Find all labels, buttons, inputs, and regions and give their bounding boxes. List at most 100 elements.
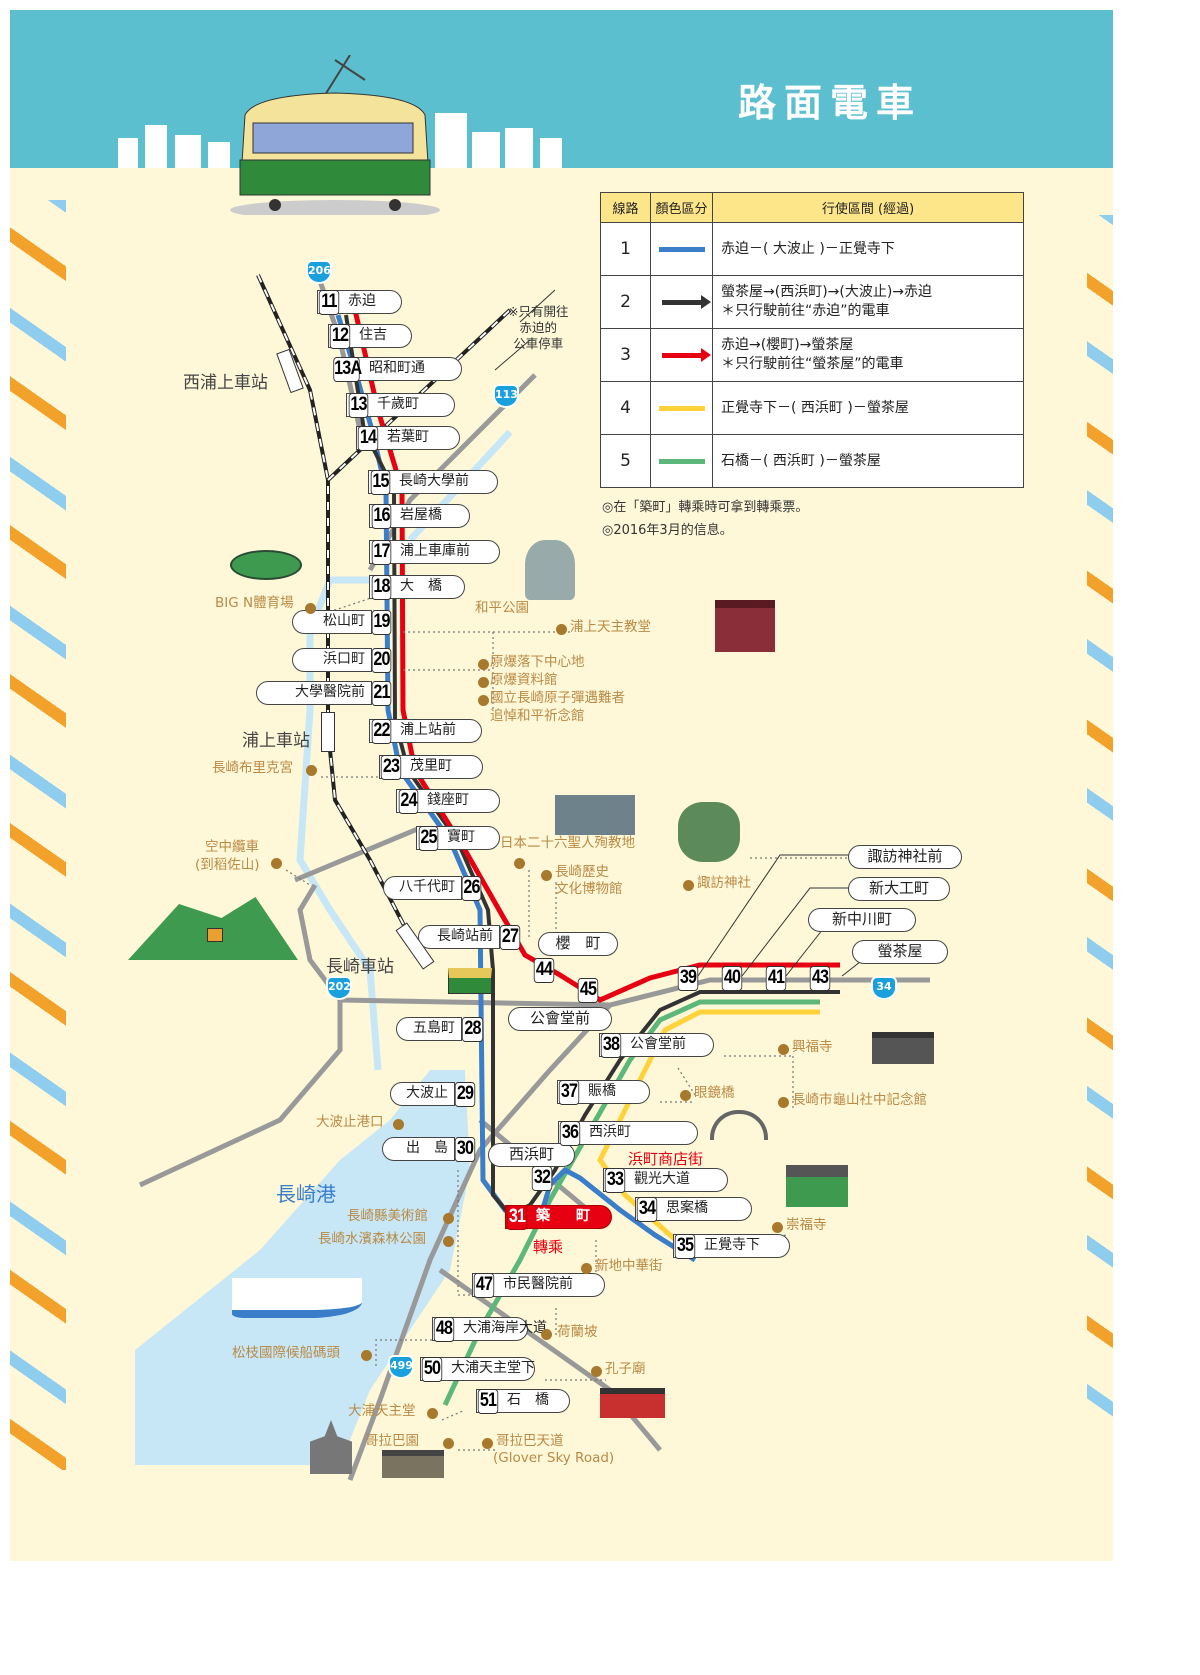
road-113-badge: 113: [493, 384, 519, 408]
poi-marker-icon: [478, 659, 489, 670]
station-number-43[interactable]: 43: [809, 966, 831, 991]
tram-illustration-icon: [230, 55, 440, 215]
station-number-45[interactable]: 45: [577, 978, 599, 1003]
station-number-29[interactable]: 29: [454, 1082, 476, 1107]
station-number-27[interactable]: 27: [499, 925, 521, 950]
line-number: 3: [600, 328, 651, 382]
poi-marker-icon: [581, 1263, 592, 1274]
line-color-swatch: [658, 405, 705, 411]
station-number-38[interactable]: 38: [600, 1033, 622, 1058]
station-number-35[interactable]: 35: [674, 1234, 696, 1259]
station-name-27[interactable]: 長崎站前: [418, 925, 500, 949]
station-number-48[interactable]: 48: [433, 1317, 455, 1342]
station-number-32[interactable]: 32: [531, 1166, 553, 1191]
station-number-16[interactable]: 16: [371, 504, 392, 529]
stadium-icon: [230, 550, 302, 580]
route-map: 路面電車: [10, 10, 1113, 1561]
line-number: 2: [600, 275, 651, 329]
station-number-31[interactable]: 31: [506, 1205, 528, 1230]
date-note: ◎2016年3月的信息。: [602, 523, 733, 538]
line-color-swatch: [658, 246, 705, 252]
bus-note-line: 赤迫的: [519, 320, 557, 335]
station-number-18[interactable]: 18: [371, 575, 392, 600]
station-name-19[interactable]: 松山町: [292, 610, 372, 634]
poi-label: 長崎市龜山社中記念館: [792, 1092, 927, 1108]
station-number-50[interactable]: 50: [421, 1357, 443, 1382]
page-title: 路面電車: [738, 81, 923, 125]
station-number-25[interactable]: 25: [418, 826, 439, 851]
station-number-30[interactable]: 30: [454, 1137, 476, 1162]
station-number-40[interactable]: 40: [721, 966, 743, 991]
poi-label: 長崎歷史: [555, 864, 609, 880]
road-206-badge: 206: [306, 260, 332, 284]
poi-marker-icon: [778, 1044, 789, 1055]
station-number-33[interactable]: 33: [604, 1168, 626, 1193]
peace-statue-icon: [525, 540, 575, 600]
station-name-26[interactable]: 八千代町: [383, 876, 462, 900]
station-label[interactable]: 新大工町: [848, 877, 950, 901]
poi-label: 哥拉巴天道: [496, 1433, 564, 1449]
poi-marker-icon: [591, 1366, 602, 1377]
station-number-17[interactable]: 17: [371, 540, 392, 565]
route-description: 石橋－( 西浜町 )－螢茶屋: [721, 452, 881, 469]
station-label[interactable]: 西浜町: [488, 1143, 575, 1167]
station-number-14[interactable]: 14: [357, 426, 379, 451]
station-number-22[interactable]: 22: [371, 719, 392, 744]
station-number-19[interactable]: 19: [371, 610, 392, 635]
place-nagasaki-station: 長崎車站: [326, 957, 394, 977]
station-name-29[interactable]: 大波止: [390, 1082, 455, 1106]
station-name-20[interactable]: 浜口町: [292, 648, 372, 672]
station-name-36[interactable]: 西浜町: [558, 1121, 698, 1145]
poi-marker-icon: [305, 603, 316, 614]
header-banner: 路面電車: [10, 10, 1113, 215]
decorative-stripes: [1087, 215, 1113, 1435]
poi-marker-icon: [778, 1097, 789, 1108]
poi-marker-icon: [772, 1222, 783, 1233]
urakami-cathedral-icon: [715, 600, 775, 652]
poi-marker-icon: [482, 1438, 493, 1449]
poi-label: 松枝國際候船碼頭: [232, 1345, 340, 1361]
station-number-24[interactable]: 24: [398, 789, 419, 814]
station-number-13A[interactable]: 13A: [333, 357, 362, 382]
station-number-11[interactable]: 11: [318, 290, 340, 315]
station-number-34[interactable]: 34: [636, 1197, 658, 1222]
decorative-stripes: [10, 200, 66, 1470]
poi-label: 新地中華街: [595, 1258, 663, 1274]
station-number-26[interactable]: 26: [461, 876, 482, 901]
station-number-23[interactable]: 23: [380, 755, 402, 780]
station-label[interactable]: 公會堂前: [508, 1007, 612, 1031]
station-number-39[interactable]: 39: [677, 966, 699, 991]
arrow-swatch-icon: [661, 347, 711, 362]
station-number-51[interactable]: 51: [477, 1389, 499, 1414]
station-label[interactable]: 螢茶屋: [852, 940, 948, 964]
bus-note-line: ※只有開往: [508, 304, 569, 319]
station-label[interactable]: 櫻 町: [538, 932, 618, 956]
line-color-swatch: [658, 458, 705, 464]
station-number-20[interactable]: 20: [371, 648, 392, 673]
bus-stop-note: ※只有開往 赤迫的 公車停車: [508, 304, 568, 352]
transfer-note: ◎在「築町」轉乘時可拿到轉乘票。: [602, 500, 809, 515]
poi-label: 原爆落下中心地: [490, 654, 585, 670]
station-number-21[interactable]: 21: [371, 681, 392, 706]
station-number-44[interactable]: 44: [533, 958, 555, 983]
station-name-28[interactable]: 五島町: [396, 1017, 462, 1041]
poi-marker-icon: [680, 1090, 691, 1101]
station-number-28[interactable]: 28: [461, 1017, 484, 1042]
station-label[interactable]: 諏訪神社前: [848, 845, 962, 869]
station-number-37[interactable]: 37: [558, 1080, 580, 1105]
station-number-36[interactable]: 36: [559, 1121, 581, 1146]
station-name-30[interactable]: 出 島: [382, 1137, 455, 1161]
line-number: 1: [600, 222, 651, 276]
legend-header: 行使區間 (經過): [712, 192, 1024, 223]
station-number-13[interactable]: 13: [348, 393, 369, 418]
line-number: 5: [600, 434, 651, 488]
arrow-swatch-icon: [661, 294, 711, 309]
station-name-21[interactable]: 大學醫院前: [256, 681, 372, 705]
station-number-12[interactable]: 12: [329, 324, 351, 349]
poi-label: 原爆資料館: [490, 672, 558, 688]
station-number-15[interactable]: 15: [370, 470, 391, 495]
poi-label: 眼鏡橋: [694, 1085, 735, 1101]
station-number-47[interactable]: 47: [473, 1273, 495, 1298]
station-number-41[interactable]: 41: [765, 966, 787, 991]
station-label[interactable]: 新中川町: [808, 908, 916, 932]
